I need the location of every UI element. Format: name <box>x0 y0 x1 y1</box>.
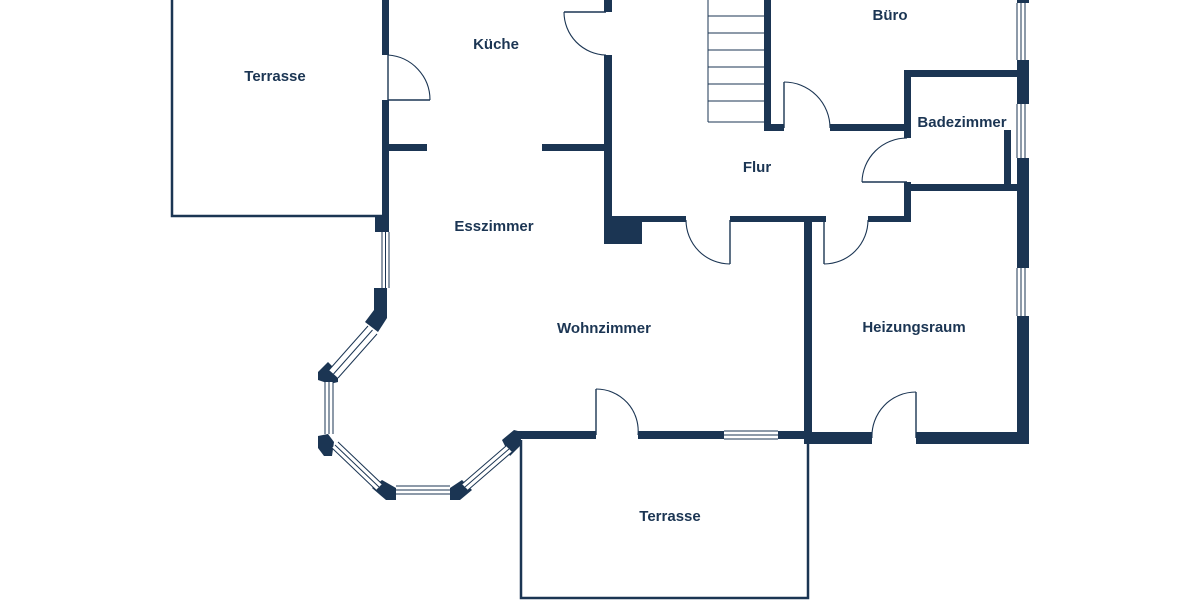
staircase <box>707 0 764 123</box>
terrace-outlines <box>170 0 810 600</box>
walls <box>318 0 1029 500</box>
door-hall-bathroom <box>861 137 908 183</box>
room-labels: Terrasse Küche Büro Badezimmer Flur Essz… <box>244 7 1006 525</box>
door-living-terrace <box>595 388 639 436</box>
room-label-heizungsraum: Heizungsraum <box>862 319 965 336</box>
windows <box>324 3 1026 495</box>
room-label-buero: Büro <box>873 7 908 24</box>
room-label-kueche: Küche <box>473 36 519 53</box>
door-hall-office <box>783 81 831 129</box>
room-label-wohnzimmer: Wohnzimmer <box>557 320 651 337</box>
door-heating-exterior <box>871 391 917 439</box>
door-hall-living <box>685 219 731 265</box>
door-terrace-kitchen <box>387 54 431 101</box>
door-kitchen-hall <box>563 11 607 56</box>
room-label-esszimmer: Esszimmer <box>454 218 533 235</box>
door-hall-heating <box>823 219 869 265</box>
doors <box>387 11 917 439</box>
room-label-badezimmer: Badezimmer <box>917 114 1006 131</box>
room-label-flur: Flur <box>743 159 771 176</box>
room-label-terrasse-nw: Terrasse <box>244 68 305 85</box>
room-label-terrasse-s: Terrasse <box>639 508 700 525</box>
